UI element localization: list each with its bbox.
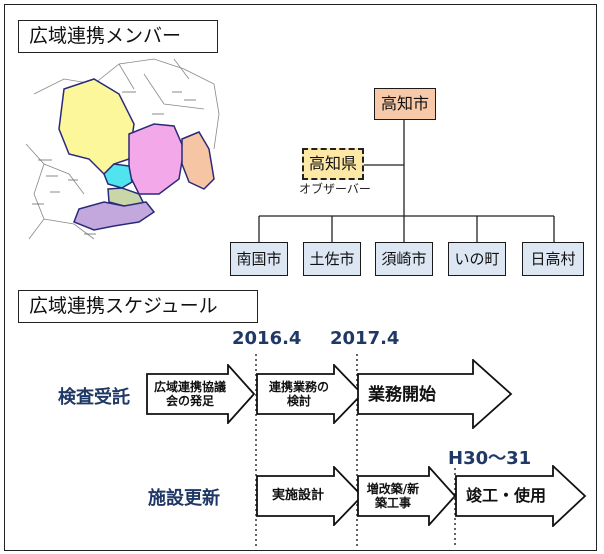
org-member-hidaka: 日高村 bbox=[522, 242, 584, 276]
arrow-row2-step1 bbox=[256, 466, 364, 526]
region-pink bbox=[128, 123, 185, 195]
year-label-2017: 2017.4 bbox=[330, 328, 400, 349]
region-map bbox=[25, 58, 220, 240]
outer-frame bbox=[4, 4, 597, 551]
region-cyan bbox=[103, 163, 133, 189]
arrow-row1-step2-label: 連携業務の検討 bbox=[268, 379, 329, 408]
arrow-row2-step1-label: 実施設計 bbox=[271, 488, 324, 504]
arrow-row1-step2 bbox=[256, 364, 364, 424]
arrow-row2-step3-label: 竣工・使用 bbox=[465, 486, 546, 506]
arrow-row1-step1-label: 広域連携協議会の発足 bbox=[153, 379, 226, 408]
org-member-tosa: 土佐市 bbox=[303, 242, 361, 276]
section-title-schedule: 広域連携スケジュール bbox=[18, 290, 258, 323]
arrow-row1-step3-label: 業務開始 bbox=[368, 384, 436, 405]
year-label-h30: H30〜31 bbox=[448, 448, 532, 469]
row-label-facility: 施設更新 bbox=[148, 488, 220, 509]
org-member-nankoku: 南国市 bbox=[230, 242, 288, 276]
region-yellow bbox=[58, 78, 135, 176]
arrow-row2-step2-label: 増改築/新築工事 bbox=[366, 481, 420, 510]
year-label-2016: 2016.4 bbox=[232, 328, 302, 349]
arrow-row2-step3 bbox=[455, 465, 587, 527]
region-purple bbox=[73, 201, 156, 231]
arrow-row1-step1 bbox=[146, 364, 256, 424]
org-member-susaki: 須崎市 bbox=[375, 242, 433, 276]
org-center-box: 高知市 bbox=[374, 88, 436, 120]
org-member-ino: いの町 bbox=[448, 242, 506, 276]
row-label-inspection: 検査受託 bbox=[58, 387, 130, 408]
arrow-row1-step3 bbox=[357, 359, 513, 429]
org-observer-caption: オブザーバー bbox=[299, 182, 371, 196]
org-observer-box: 高知県 bbox=[302, 148, 364, 180]
region-orange bbox=[181, 131, 215, 190]
arrow-row2-step2 bbox=[357, 466, 457, 526]
section-title-members: 広域連携メンバー bbox=[18, 20, 218, 53]
